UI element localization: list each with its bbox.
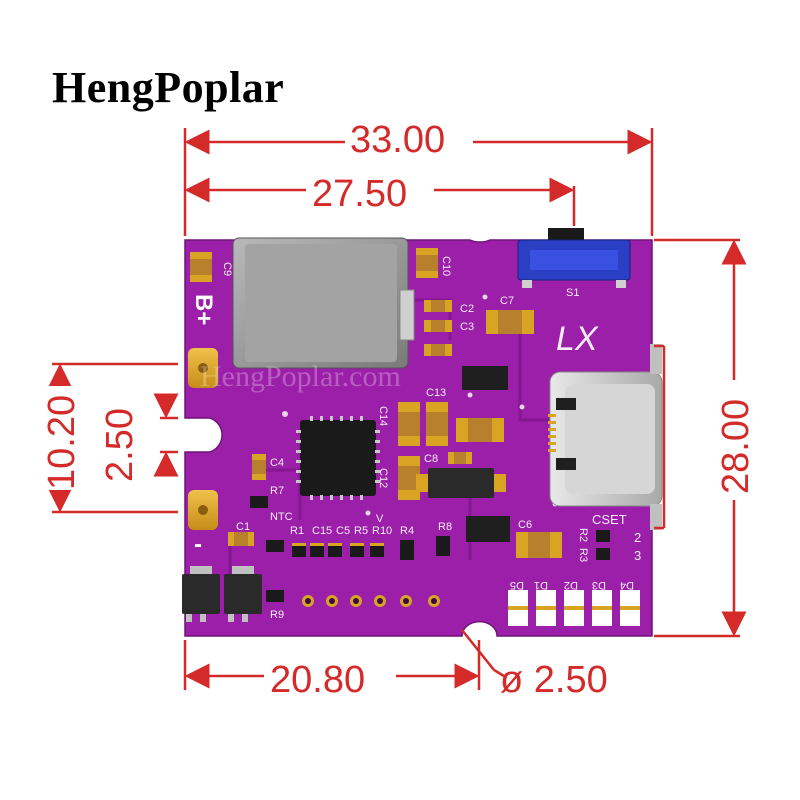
leds (508, 590, 640, 626)
silk-c6: C6 (518, 519, 532, 531)
watermark: HengPoplar.com (200, 360, 401, 393)
silk-d2: D2 (564, 579, 578, 591)
dim-hole-diameter: ø 2.50 (500, 659, 608, 701)
silk-cset-3: 3 (634, 548, 641, 563)
power-inductor (232, 237, 415, 369)
mosfets (182, 366, 510, 622)
vias (282, 294, 558, 516)
silk-c15: C15 (312, 525, 332, 537)
silkscreen-labels: B+ - LX CSET 2 3 NTC V S1 C1 C2 C3 C4 C5… (190, 256, 641, 621)
silk-cset-2: 2 (634, 530, 641, 545)
silk-r7: R7 (270, 485, 284, 497)
dim-switch-offset: 27.50 (312, 173, 407, 215)
dim-slot-width: 2.50 (99, 408, 141, 482)
silk-c10: C10 (440, 256, 452, 276)
silk-lx: LX (556, 320, 599, 358)
brand-title: HengPoplar (52, 63, 285, 112)
silk-c5: C5 (336, 525, 350, 537)
silk-v: V (376, 513, 384, 525)
capacitors (190, 248, 562, 558)
silk-d5: D5 (510, 579, 524, 591)
dimension-labels: 33.00 27.50 28.00 10.20 2.50 20.80 ø 2.5… (41, 118, 757, 701)
silk-r2: R2 (577, 528, 589, 542)
silk-c12: C12 (377, 468, 389, 488)
silk-cset: CSET (592, 512, 627, 527)
dim-pad-span: 10.20 (41, 395, 83, 490)
silk-c1: C1 (236, 521, 250, 533)
resistors (250, 496, 610, 602)
silk-r4: R4 (400, 525, 414, 537)
silk-r9: R9 (270, 609, 284, 621)
silk-c14: C14 (377, 406, 389, 426)
silk-s1: S1 (566, 287, 579, 299)
silk-c13: C13 (426, 387, 446, 399)
silk-r3: R3 (577, 548, 589, 562)
silk-r10: R10 (372, 525, 392, 537)
battery-positive-pad (188, 348, 218, 388)
usb-c-connector (548, 344, 663, 530)
silk-b-minus: - (194, 531, 202, 558)
silk-r8: R8 (438, 521, 452, 533)
silk-c3: C3 (460, 321, 474, 333)
header-holes (302, 595, 440, 607)
silk-c9: C9 (221, 262, 233, 276)
slide-switch-s1 (517, 228, 631, 288)
battery-negative-pad (188, 490, 218, 530)
dim-hole-offset: 20.80 (270, 659, 365, 701)
silk-c2: C2 (460, 303, 474, 315)
silk-c8: C8 (424, 453, 438, 465)
silk-c4: C4 (270, 457, 284, 469)
dim-board-width: 33.00 (350, 119, 445, 161)
dim-board-height: 28.00 (715, 399, 757, 494)
silk-b-plus: B+ (190, 294, 217, 325)
main-controller-ic (296, 416, 380, 500)
silk-c7: C7 (500, 295, 514, 307)
silk-r1: R1 (290, 525, 304, 537)
silk-r5: R5 (354, 525, 368, 537)
silk-d1: D1 (534, 579, 548, 591)
silk-d3: D3 (592, 579, 606, 591)
silk-d4: D4 (620, 579, 634, 591)
silk-ntc: NTC (270, 511, 293, 523)
